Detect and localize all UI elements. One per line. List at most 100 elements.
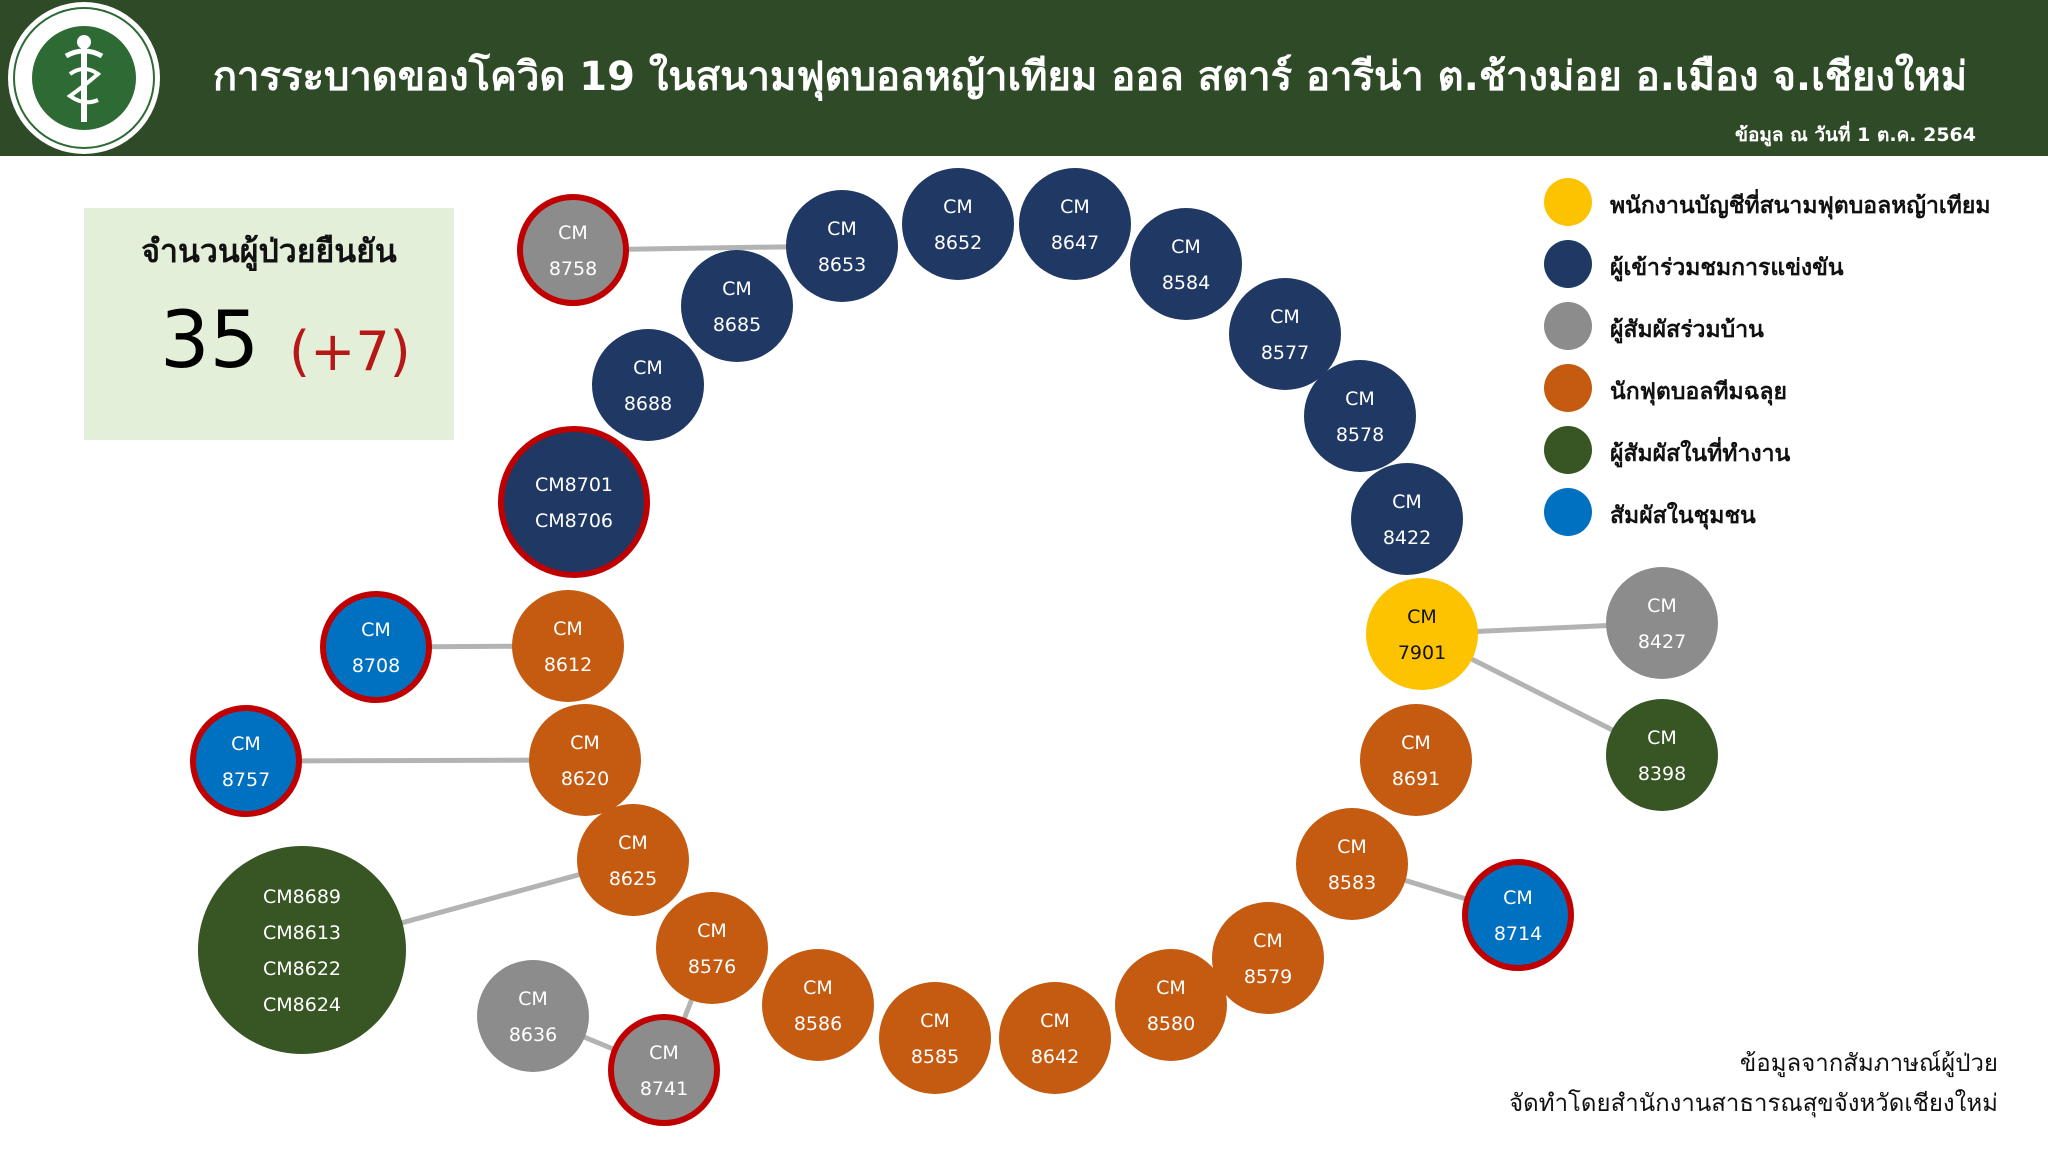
legend-item-workplace: ผู้สัมผัสในที่ทำงาน xyxy=(1544,426,2024,474)
case-node-label: CM xyxy=(1647,727,1677,749)
case-node-circle xyxy=(517,194,629,306)
case-node-circle xyxy=(999,982,1111,1094)
legend-label: พนักงานบัญชีที่สนามฟุตบอลหญ้าเทียม xyxy=(1610,193,1991,219)
case-node-8620: CM 8620 xyxy=(529,704,641,816)
case-node-label: CM xyxy=(1345,388,1375,410)
case-node-label: CM xyxy=(1040,1010,1070,1032)
legend-label: ผู้สัมผัสร่วมบ้าน xyxy=(1610,317,1764,343)
case-node-label: CM xyxy=(827,218,857,240)
data-date: ข้อมูล ณ วันที่ 1 ต.ค. 2564 xyxy=(1734,124,1976,146)
case-node-8741: CM 8741 xyxy=(608,1014,720,1126)
source-line-interview: ข้อมูลจากสัมภาษณ์ผู้ป่วย xyxy=(1739,1049,1998,1077)
case-node-circle xyxy=(320,591,432,703)
case-node-label: 8584 xyxy=(1162,272,1210,294)
source-note: ข้อมูลจากสัมภาษณ์ผู้ป่วย จัดทำโดยสำนักงา… xyxy=(1509,1043,1998,1123)
case-node-label: CM xyxy=(803,977,833,999)
case-node-label: CM8613 xyxy=(263,922,341,944)
header-bar: การระบาดของโควิด 19 ในสนามฟุตบอลหญ้าเทีย… xyxy=(0,0,2048,156)
case-node-circle xyxy=(1360,704,1472,816)
case-node-label: 8580 xyxy=(1147,1013,1195,1035)
case-node-label: CM xyxy=(570,732,600,754)
legend-dot-icon xyxy=(1544,178,1592,226)
case-node-label: CM xyxy=(231,733,261,755)
case-node-circle xyxy=(681,250,793,362)
case-node-circle xyxy=(656,892,768,1004)
case-node-circle xyxy=(198,846,406,1054)
case-node-circle xyxy=(1351,463,1463,575)
case-node-label: 8583 xyxy=(1328,872,1376,894)
case-node-label: CM8689 xyxy=(263,886,341,908)
legend-dot-icon xyxy=(1544,488,1592,536)
legend-item-household: ผู้สัมผัสร่วมบ้าน xyxy=(1544,302,2024,350)
case-node-label: 8586 xyxy=(794,1013,842,1035)
case-node-label: CM xyxy=(1253,930,1283,952)
legend-dot-icon xyxy=(1544,426,1592,474)
case-node-label: CM xyxy=(943,196,973,218)
case-node-label: 8625 xyxy=(609,868,657,890)
case-node-label: CM8701 xyxy=(535,474,613,496)
legend-label: ผู้เข้าร่วมชมการแข่งขัน xyxy=(1610,255,1844,281)
case-node-circle xyxy=(879,982,991,1094)
case-node-label: 8398 xyxy=(1638,763,1686,785)
case-node-circle xyxy=(1229,278,1341,390)
case-node-circle xyxy=(902,168,1014,280)
case-node-label: 8620 xyxy=(561,768,609,790)
case-node-circle xyxy=(577,804,689,916)
case-node-circle xyxy=(1606,699,1718,811)
legend-item-community: สัมผัสในชุมชน xyxy=(1544,488,2024,536)
case-node-label: 8758 xyxy=(549,258,597,280)
case-node-label: CM xyxy=(1156,977,1186,999)
case-node-circle xyxy=(512,590,624,702)
case-node-label: 8685 xyxy=(713,314,761,336)
case-node-8653: CM 8653 xyxy=(786,190,898,302)
case-node-label: 8422 xyxy=(1383,527,1431,549)
case-node-8422: CM 8422 xyxy=(1351,463,1463,575)
case-node-label: 8647 xyxy=(1051,232,1099,254)
case-node-label: 8757 xyxy=(222,769,270,791)
case-node-label: CM xyxy=(1392,491,1422,513)
source-line-publisher: จัดทำโดยสำนักงานสาธารณสุขจังหวัดเชียงใหม… xyxy=(1509,1089,1998,1117)
case-node-8583: CM 8583 xyxy=(1296,808,1408,920)
case-node-circle xyxy=(1606,567,1718,679)
confirmed-count-change: (+7) xyxy=(289,320,411,383)
legend-dot-icon xyxy=(1544,240,1592,288)
case-node-label: CM xyxy=(1401,732,1431,754)
case-node-label: 8714 xyxy=(1494,923,1542,945)
legend-item-staff: พนักงานบัญชีที่สนามฟุตบอลหญ้าเทียม xyxy=(1544,178,2024,226)
legend-label: ผู้สัมผัสในที่ทำงาน xyxy=(1610,441,1791,467)
case-node-label: CM xyxy=(1647,595,1677,617)
ministry-logo-icon xyxy=(8,2,160,154)
case-node-label: CM8706 xyxy=(535,510,613,532)
legend-dot-icon xyxy=(1544,364,1592,412)
confirmed-count-value: 35 xyxy=(160,296,260,386)
case-node-label: 8653 xyxy=(818,254,866,276)
case-node-label: CM xyxy=(1337,836,1367,858)
legend-label: นักฟุตบอลทีมฉลุย xyxy=(1610,379,1787,405)
case-node-label: CM8624 xyxy=(263,994,341,1016)
case-node-label: CM xyxy=(722,278,752,300)
case-node-label: CM xyxy=(1270,306,1300,328)
page-title: การระบาดของโควิด 19 ในสนามฟุตบอลหญ้าเทีย… xyxy=(212,54,1968,100)
case-node-circle xyxy=(529,704,641,816)
case-node-label: 8741 xyxy=(640,1078,688,1100)
case-node-label: CM8622 xyxy=(263,958,341,980)
case-node-label: CM xyxy=(649,1042,679,1064)
